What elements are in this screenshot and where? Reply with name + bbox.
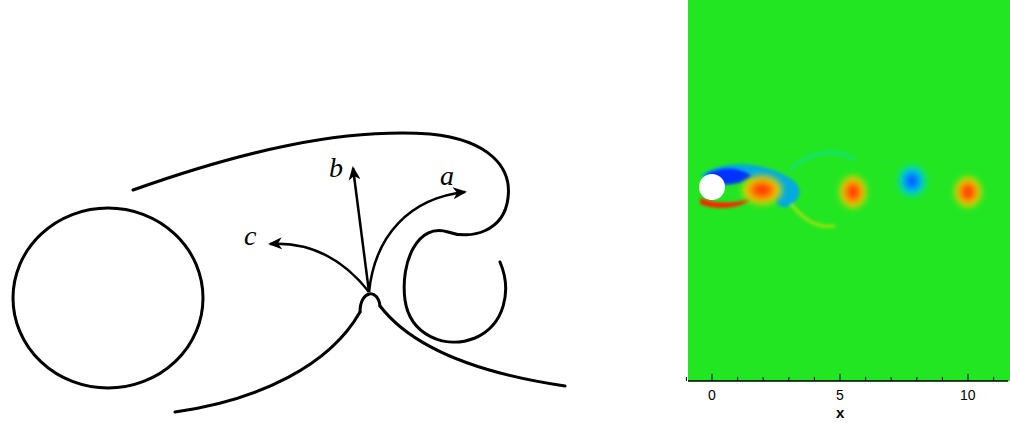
tick-label: 0 [708, 388, 716, 402]
arrow-c [270, 244, 369, 292]
lower-layer [175, 312, 360, 412]
axis-title: x [836, 405, 844, 420]
plot-ground [688, 0, 1010, 381]
tick-label: 5 [836, 388, 844, 402]
shear-layer [133, 133, 508, 342]
arrow-label: a [440, 162, 454, 190]
cylinder-outline [13, 208, 203, 388]
saddle-cusp [360, 294, 380, 312]
vorticity-plot [686, 0, 1010, 381]
tick-label: 10 [960, 388, 976, 402]
arrow-label: c [244, 222, 256, 250]
arrow-label: b [329, 154, 343, 182]
flow-arrows [270, 168, 465, 292]
axis-ticks [686, 374, 993, 381]
arrow-a [369, 192, 465, 292]
arrow-b [353, 168, 369, 292]
cylinder [699, 174, 725, 200]
lower-layer [380, 306, 565, 386]
x-axis [688, 380, 1008, 382]
vortex-sketch [13, 133, 565, 412]
